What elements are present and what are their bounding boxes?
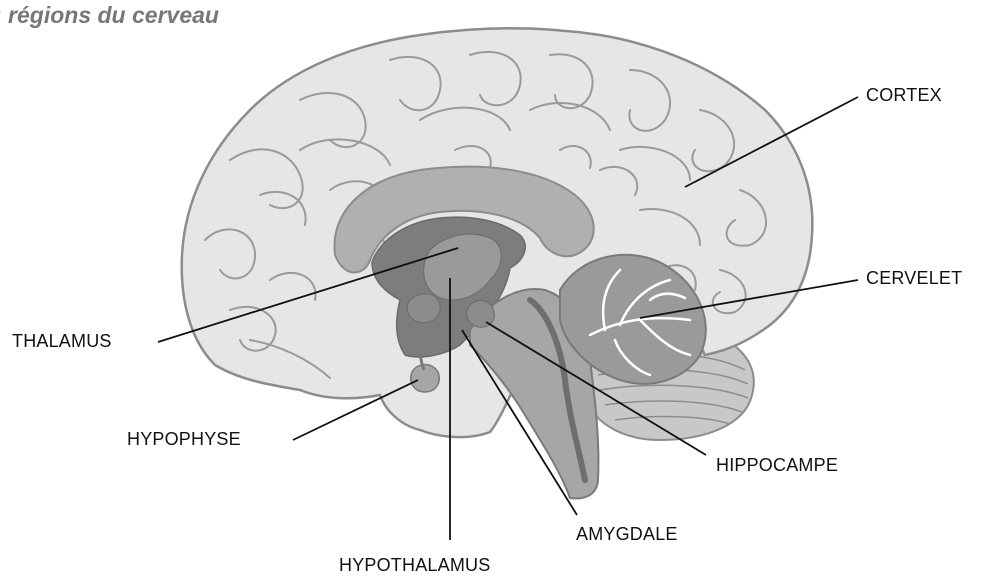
label-thalamus: THALAMUS bbox=[12, 331, 112, 352]
label-hypothalamus: HYPOTHALAMUS bbox=[339, 555, 490, 576]
diagram-title: : régions du cerveau bbox=[0, 2, 219, 29]
label-amygdale: AMYGDALE bbox=[576, 524, 678, 545]
label-cortex: CORTEX bbox=[866, 85, 942, 106]
hypothalamus-structure bbox=[407, 294, 440, 323]
amygdala-structure bbox=[467, 301, 495, 328]
label-hypophyse: HYPOPHYSE bbox=[127, 429, 241, 450]
label-cervelet: CERVELET bbox=[866, 268, 962, 289]
label-hippocampe: HIPPOCAMPE bbox=[716, 455, 838, 476]
